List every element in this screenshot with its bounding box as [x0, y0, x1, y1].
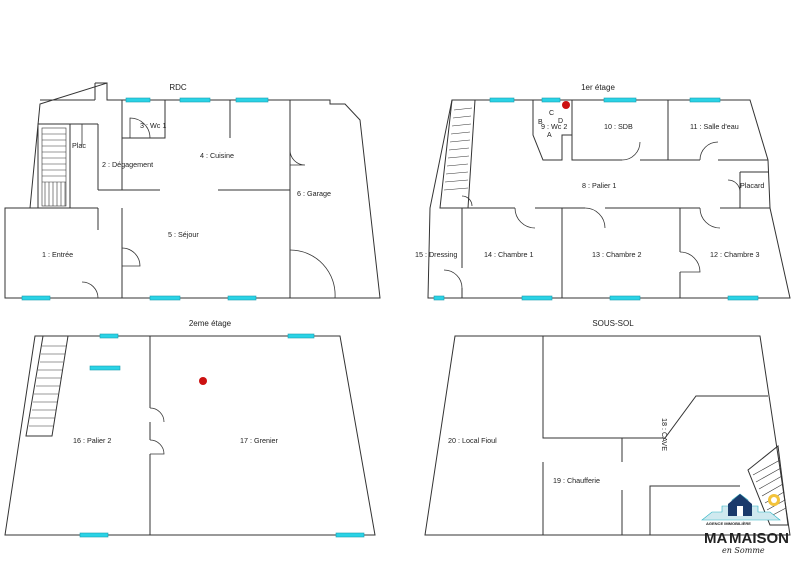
marker-dot: [199, 377, 207, 385]
skyline-icon: [701, 493, 781, 521]
plan-rdc: RDC: [4, 82, 381, 301]
room-plac: Plac: [72, 141, 86, 150]
room-chambre2: 13 : Chambre 2: [592, 250, 642, 259]
logo-brand-maison: MAISON: [729, 530, 789, 547]
e1-window-3: [603, 97, 637, 103]
room-chambre1: 14 : Chambre 1: [484, 250, 534, 259]
rdc-window-1: [125, 97, 151, 103]
rdc-window-6: [227, 295, 257, 301]
room-sejour: 5 : Séjour: [168, 230, 199, 239]
plan-soussol: SOUS-SOL 20 : Local Fioul 19 : Chaufferi…: [424, 319, 791, 536]
logo-tagline: en Somme: [722, 546, 765, 555]
e2-window-5: [335, 532, 365, 538]
e2-window-1: [99, 333, 119, 339]
badge-icon: [768, 494, 780, 506]
plan-etage2: 2eme étage 16 : Palier 2 17 : Grenier: [4, 319, 376, 538]
rdc-window-2: [179, 97, 211, 103]
e2-window-2: [89, 365, 121, 371]
rdc-window-5: [149, 295, 181, 301]
e1-window-4: [689, 97, 721, 103]
rdc-title: RDC: [169, 83, 187, 92]
soussol-title: SOUS-SOL: [592, 319, 634, 328]
etage2-stair: [25, 335, 69, 437]
room-sdb: 10 : SDB: [604, 122, 633, 131]
e1-window-5: [433, 295, 445, 301]
e2-window-4: [79, 532, 109, 538]
etage2-title: 2eme étage: [189, 319, 232, 328]
room-entree: 1 : Entrée: [42, 250, 73, 259]
room-local-fioul: 20 : Local Fioul: [448, 436, 497, 445]
letter-d: D: [558, 118, 563, 125]
room-cuisine: 4 : Cuisine: [200, 151, 234, 160]
rdc-stair: [41, 127, 67, 207]
room-grenier: 17 : Grenier: [240, 436, 279, 445]
etage1-title: 1er étage: [581, 83, 615, 92]
rdc-window-3: [235, 97, 269, 103]
logo-brand-ma: MA: [704, 530, 727, 547]
brand-logo: AGENCE IMMOBILIÈRE MA MAISON en Somme: [701, 493, 789, 555]
letter-c: C: [549, 110, 554, 117]
e2-window-3: [287, 333, 315, 339]
room-palier1: 8 : Palier 1: [582, 181, 616, 190]
room-salle-eau: 11 : Salle d'eau: [690, 122, 739, 131]
room-palier2: 16 : Palier 2: [73, 436, 111, 445]
logo-small-text: AGENCE IMMOBILIÈRE: [706, 521, 751, 526]
e1-window-6: [521, 295, 553, 301]
room-wc2: 9 : Wc 2: [541, 122, 567, 131]
marker-dot: [562, 101, 570, 109]
room-wc1: 3 : Wc 1: [140, 121, 166, 130]
room-chaufferie: 19 : Chaufferie: [553, 476, 600, 485]
etage1-stair: [439, 99, 476, 209]
room-dressing: 15 : Dressing: [415, 250, 457, 259]
room-degagement: 2 : Dégagement: [102, 160, 153, 169]
room-garage: 6 : Garage: [297, 189, 331, 198]
e1-window-8: [727, 295, 759, 301]
e1-window-1: [489, 97, 515, 103]
rdc-window-4: [21, 295, 51, 301]
e1-window-2: [541, 97, 561, 103]
letter-b: B: [538, 119, 543, 126]
letter-a: A: [547, 132, 552, 139]
room-chambre3: 12 : Chambre 3: [710, 250, 760, 259]
room-cave: 18 : CAVE: [660, 418, 669, 451]
e1-window-7: [609, 295, 641, 301]
room-placard: Placard: [740, 181, 764, 190]
plan-etage1: 1er étage: [415, 83, 791, 301]
